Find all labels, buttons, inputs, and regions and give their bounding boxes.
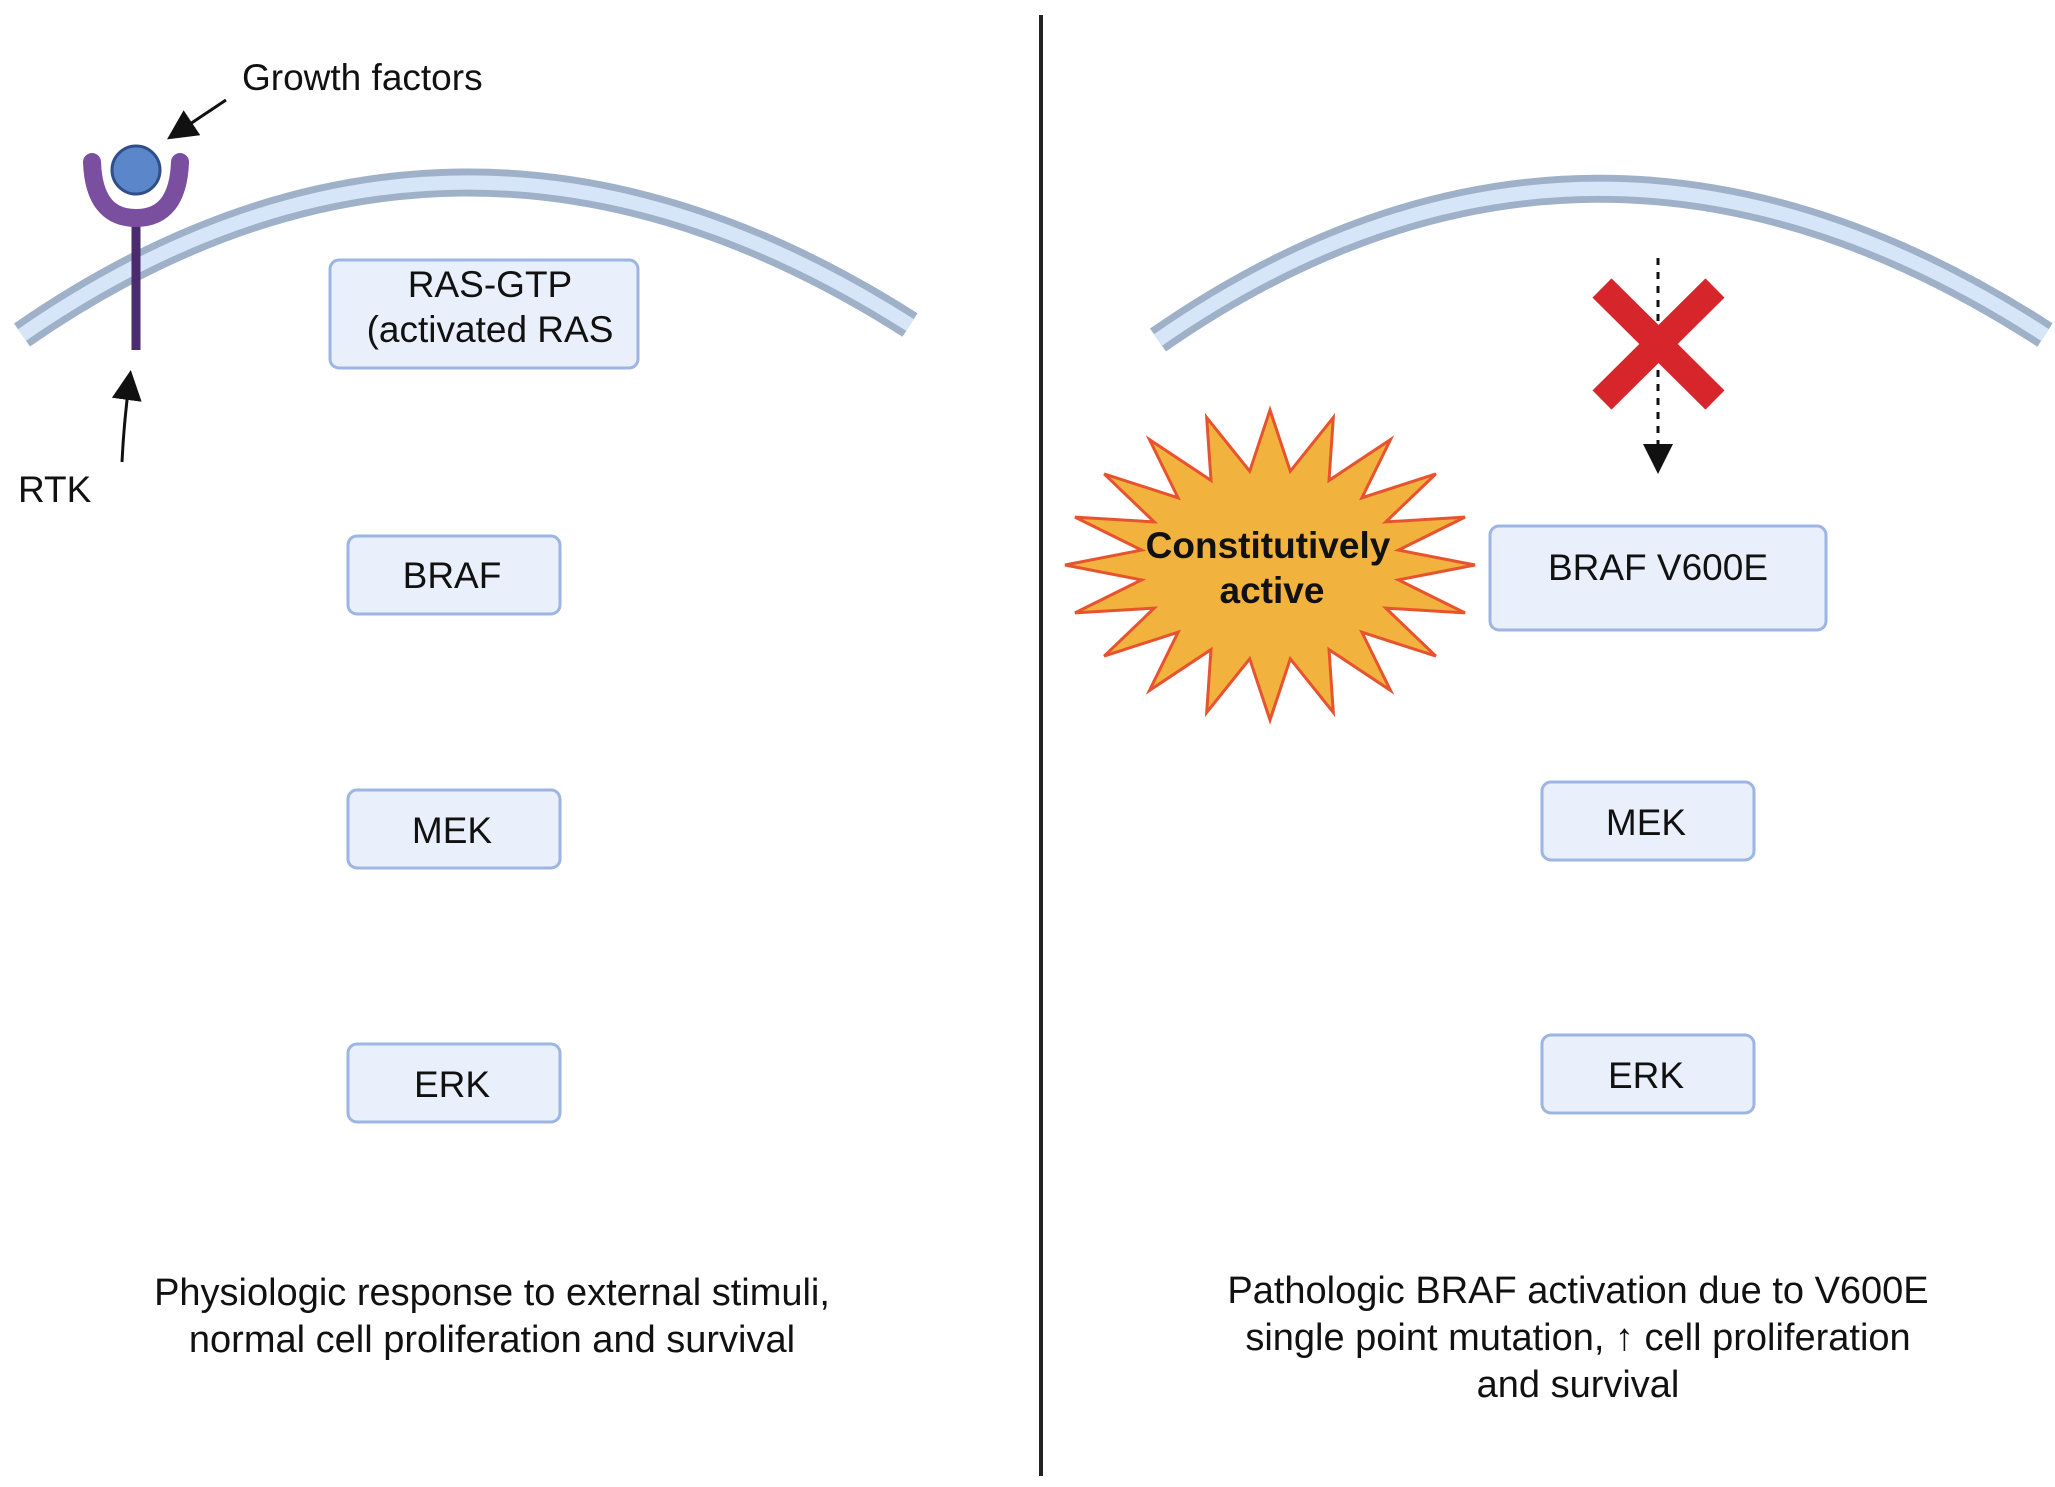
right-caption-line3: and survival — [1477, 1364, 1680, 1406]
left-panel: Growth factors RTK RAS-GTP (activated RA… — [14, 57, 918, 1361]
growth-factors-label: Growth factors — [242, 57, 483, 98]
mek-box-left: MEK — [346, 788, 562, 870]
left-caption-line2: normal cell proliferation and survival — [189, 1319, 795, 1361]
ras-gtp-label-line2: (activated RAS — [367, 309, 614, 350]
rtk-arrow — [111, 370, 142, 463]
braf-label-left: BRAF — [403, 555, 502, 596]
ras-gtp-box: RAS-GTP (activated RAS — [328, 258, 640, 370]
braf-box-left: BRAF — [346, 534, 562, 616]
rtk-receptor-icon — [83, 153, 189, 350]
mek-label-right: MEK — [1606, 802, 1687, 843]
erk-box-left: ERK — [346, 1042, 562, 1124]
right-panel: Constitutively active BRAF V600E MEK ERK… — [1064, 174, 2053, 1406]
erk-box-right: ERK — [1540, 1033, 1756, 1115]
burst-label-line1: Constitutively — [1146, 525, 1391, 566]
erk-label-left: ERK — [414, 1064, 490, 1105]
cell-membrane-left — [14, 168, 918, 347]
braf-v600e-label: BRAF V600E — [1548, 547, 1768, 588]
growth-factors-arrow — [167, 98, 227, 140]
left-caption-line1: Physiologic response to external stimuli… — [154, 1272, 830, 1314]
burst-shape — [1064, 405, 1476, 725]
right-caption-line1: Pathologic BRAF activation due to V600E — [1227, 1270, 1928, 1312]
braf-v600e-box: BRAF V600E — [1488, 524, 1828, 632]
mek-label-left: MEK — [412, 810, 493, 851]
right-caption-line2: single point mutation, ↑ cell proliferat… — [1245, 1317, 1910, 1359]
constitutively-active-burst: Constitutively active — [1064, 405, 1476, 725]
growth-factor-ligand-icon — [110, 144, 162, 196]
ras-gtp-label-line1: RAS-GTP — [408, 264, 572, 305]
cell-membrane-right — [1150, 174, 2053, 352]
mek-box-right: MEK — [1540, 780, 1756, 862]
rtk-label: RTK — [18, 469, 92, 510]
burst-label-line2: active — [1220, 570, 1325, 611]
erk-label-right: ERK — [1608, 1055, 1684, 1096]
block-cross-icon — [1592, 278, 1725, 410]
